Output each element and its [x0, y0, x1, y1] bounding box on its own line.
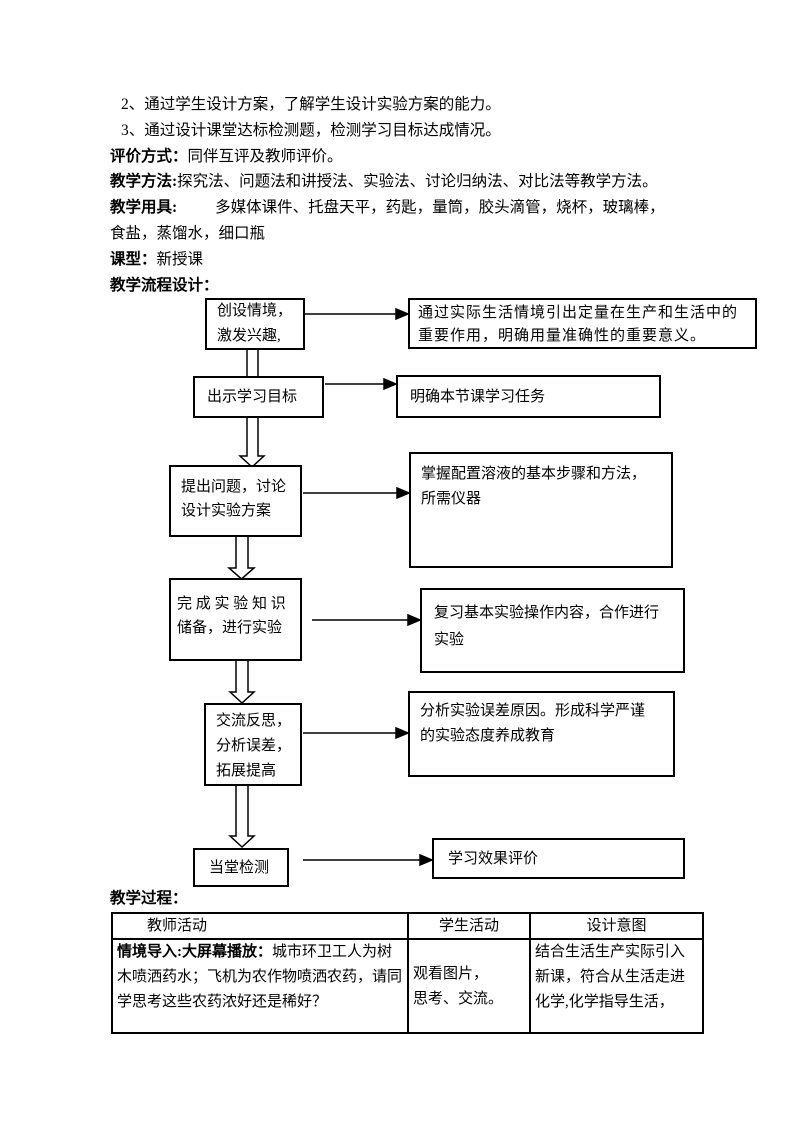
flow-note-5-text: 分析实验误差原因。形成科学严谨 的实验态度养成教育 [420, 703, 646, 744]
cell-teacher-activity: 情境导入:大屏幕播放：城市环卫工人为树木喷洒药水；飞机为农作物喷洒农药，请同学思… [111, 938, 409, 1034]
teaching-tools-label: 教学用具: [110, 199, 178, 217]
objective-item-2-text: 2、通过学生设计方案，了解学生设计实验方案的能力。 [121, 96, 501, 113]
flow-step-6-label: 当堂检测 [209, 859, 270, 876]
horizontal-arrow-5-head [395, 726, 410, 740]
table-row: 情境导入:大屏幕播放：城市环卫工人为树木喷洒药水；飞机为农作物喷洒农药，请同学思… [111, 938, 704, 1034]
flow-design-title: 教学流程设计： [110, 273, 696, 299]
course-type-text: 新授课 [156, 250, 204, 268]
teaching-process-table: 教师活动 学生活动 设计意图 情境导入:大屏幕播放：城市环卫工人为树木喷洒药水；… [111, 912, 704, 1034]
vertical-connector-4 [228, 660, 256, 705]
vertical-connector-2 [238, 417, 266, 469]
flow-note-box-3: 掌握配置溶液的基本步骤和方法， 所需仪器 [409, 452, 673, 568]
horizontal-arrow-4-head [407, 613, 422, 627]
teaching-tools-line-1: 教学用具: 多媒体课件、托盘天平，药匙，量筒，胶头滴管，烧杯，玻璃棒， [110, 195, 696, 221]
evaluation-method-text: 同伴互评及教师评价。 [187, 147, 343, 165]
table-header-student-activity: 学生活动 [407, 912, 531, 940]
table-header-design-intent: 设计意图 [529, 912, 704, 940]
flow-step-3-label: 提出问题，讨论 设计实验方案 [181, 479, 287, 519]
flow-note-box-2: 明确本节课学习任务 [396, 375, 661, 418]
flow-note-6-text: 学习效果评价 [448, 850, 539, 867]
objective-item-3-text: 3、通过设计课堂达标检测题，检测学习目标达成情况。 [121, 121, 501, 139]
teaching-methods-text: 探究法、问题法和讲授法、实验法、讨论归纳法、对比法等教学方法。 [177, 173, 658, 191]
flow-note-1-text: 通过实际生活情境引出定量在生产和生活中的 重要作用，明确用量准确性的重要意义。 [418, 305, 739, 344]
flow-note-3-text: 掌握配置溶液的基本步骤和方法， 所需仪器 [421, 466, 647, 507]
cell-teacher-activity-text: 城市环卫工人为树木喷洒药水；飞机为农作物喷洒农药，请同学思考这些农药浓好还是稀好… [117, 944, 403, 1010]
teaching-methods-label: 教学方法: [110, 173, 178, 191]
flow-note-box-5: 分析实验误差原因。形成科学严谨 的实验态度养成教育 [408, 691, 675, 777]
horizontal-arrow-1-head [395, 307, 410, 321]
horizontal-arrow-6-head [419, 853, 434, 867]
flow-step-box-3: 提出问题，讨论 设计实验方案 [169, 465, 302, 537]
vertical-connector-5 [228, 785, 256, 849]
evaluation-method-line: 评价方式：同伴互评及教师评价。 [110, 144, 696, 170]
objective-item-3: 3、通过设计课堂达标检测题，检测学习目标达成情况。 [121, 118, 696, 144]
flow-step-4-label: 完 成 实 验 知 识 储备，进行实验 [177, 596, 286, 636]
flow-step-5-label: 交流反思， 分析误差， 拓展提高 [216, 713, 292, 779]
table-header-row: 教师活动 学生活动 设计意图 [111, 912, 704, 940]
flow-note-2-text: 明确本节课学习任务 [410, 388, 546, 405]
course-type-line: 课型：新授课 [110, 247, 696, 273]
flow-note-box-4: 复习基本实验操作内容，合作进行 实验 [420, 588, 685, 673]
course-type-label: 课型： [110, 250, 157, 268]
cell-design-intent: 结合生活生产实际引入新课，符合从生活走进化学,化学指导生活， [529, 938, 704, 1034]
horizontal-arrow-3-head [396, 486, 411, 500]
teaching-methods-line: 教学方法:探究法、问题法和讲授法、实验法、讨论归纳法、对比法等教学方法。 [110, 169, 696, 195]
flow-step-box-5: 交流反思， 分析误差， 拓展提高 [204, 703, 302, 786]
horizontal-arrow-2-head [383, 377, 398, 391]
flow-note-4-text: 复习基本实验操作内容，合作进行 实验 [434, 605, 660, 648]
flow-step-box-4: 完 成 实 验 知 识 储备，进行实验 [169, 578, 302, 661]
flow-note-box-1: 通过实际生活情境引出定量在生产和生活中的 重要作用，明确用量准确性的重要意义。 [408, 298, 757, 349]
flow-step-box-6: 当堂检测 [193, 848, 289, 887]
evaluation-method-label: 评价方式： [110, 147, 188, 165]
cell-student-activity: 观看图片， 思考、交流。 [407, 938, 531, 1034]
vertical-connector-3 [227, 536, 256, 580]
flow-step-1-label: 创设情境， 激发兴趣, [217, 303, 293, 344]
teaching-tools-text-1: 多媒体课件、托盘天平，药匙，量筒，胶头滴管，烧杯，玻璃棒， [215, 199, 665, 217]
flow-step-box-1: 创设情境， 激发兴趣, [205, 298, 305, 350]
teaching-tools-line-2: 食盐，蒸馏水，细口瓶 [110, 221, 696, 247]
teaching-tools-text-2: 食盐，蒸馏水，细口瓶 [110, 224, 266, 242]
teaching-process-title-text: 教学过程： [110, 890, 188, 907]
table-header-teacher-activity: 教师活动 [111, 912, 409, 940]
flow-note-box-6: 学习效果评价 [432, 838, 685, 879]
flow-step-2-label: 出示学习目标 [207, 389, 298, 405]
flow-step-box-2: 出示学习目标 [193, 376, 324, 418]
cell-teacher-activity-lead: 情境导入:大屏幕播放： [117, 944, 272, 960]
teaching-process-title: 教学过程： [110, 886, 188, 908]
objective-item-2: 2、通过学生设计方案，了解学生设计实验方案的能力。 [121, 92, 696, 118]
document-text-block: 2、通过学生设计方案，了解学生设计实验方案的能力。 3、通过设计课堂达标检测题，… [110, 92, 696, 298]
flow-design-title-text: 教学流程设计： [110, 276, 219, 294]
